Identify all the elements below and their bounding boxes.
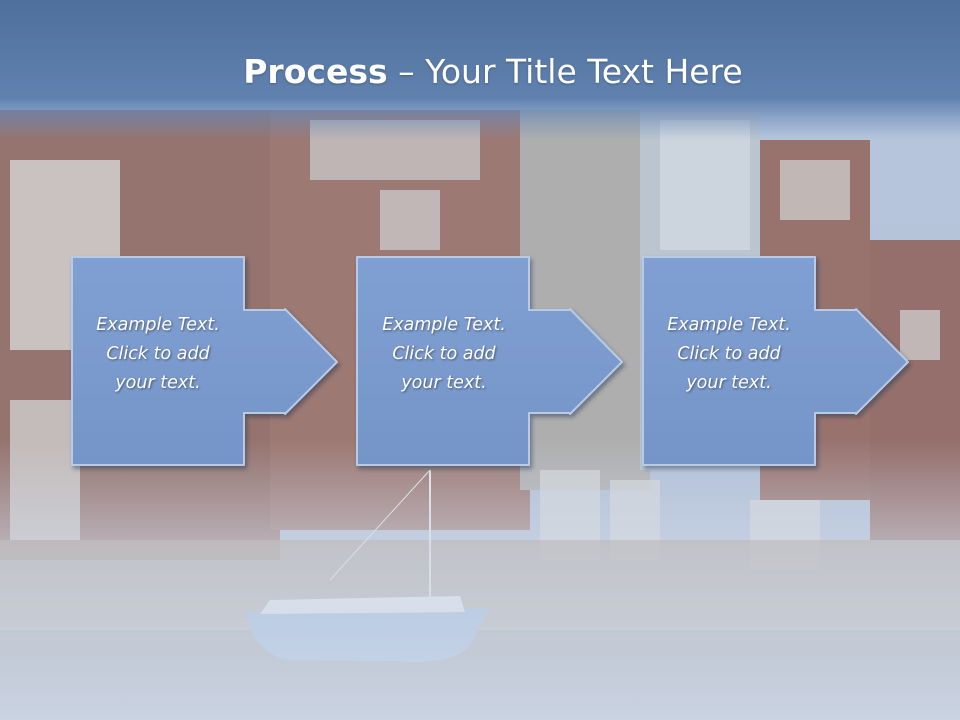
step-text-3[interactable]: Example Text. Click to add your text.	[643, 311, 815, 398]
step-text-2[interactable]: Example Text. Click to add your text.	[358, 311, 530, 398]
step-arrow-2[interactable]	[356, 256, 623, 466]
step-line: your text.	[686, 373, 772, 393]
step-line: your text.	[115, 373, 201, 393]
step-arrow-3[interactable]	[642, 256, 909, 466]
step-line: Click to add	[106, 344, 210, 364]
step-text-1[interactable]: Example Text. Click to add your text.	[72, 311, 244, 398]
step-line: Example Text.	[667, 315, 791, 335]
step-arrow-1[interactable]	[71, 256, 338, 466]
step-line: Click to add	[677, 344, 781, 364]
step-line: your text.	[401, 373, 487, 393]
title-bold: Process	[243, 52, 388, 91]
step-line: Example Text.	[382, 315, 506, 335]
step-line: Example Text.	[96, 315, 220, 335]
slide-title[interactable]: Process – Your Title Text Here	[0, 52, 960, 91]
step-line: Click to add	[392, 344, 496, 364]
title-rest: – Your Title Text Here	[387, 52, 743, 91]
